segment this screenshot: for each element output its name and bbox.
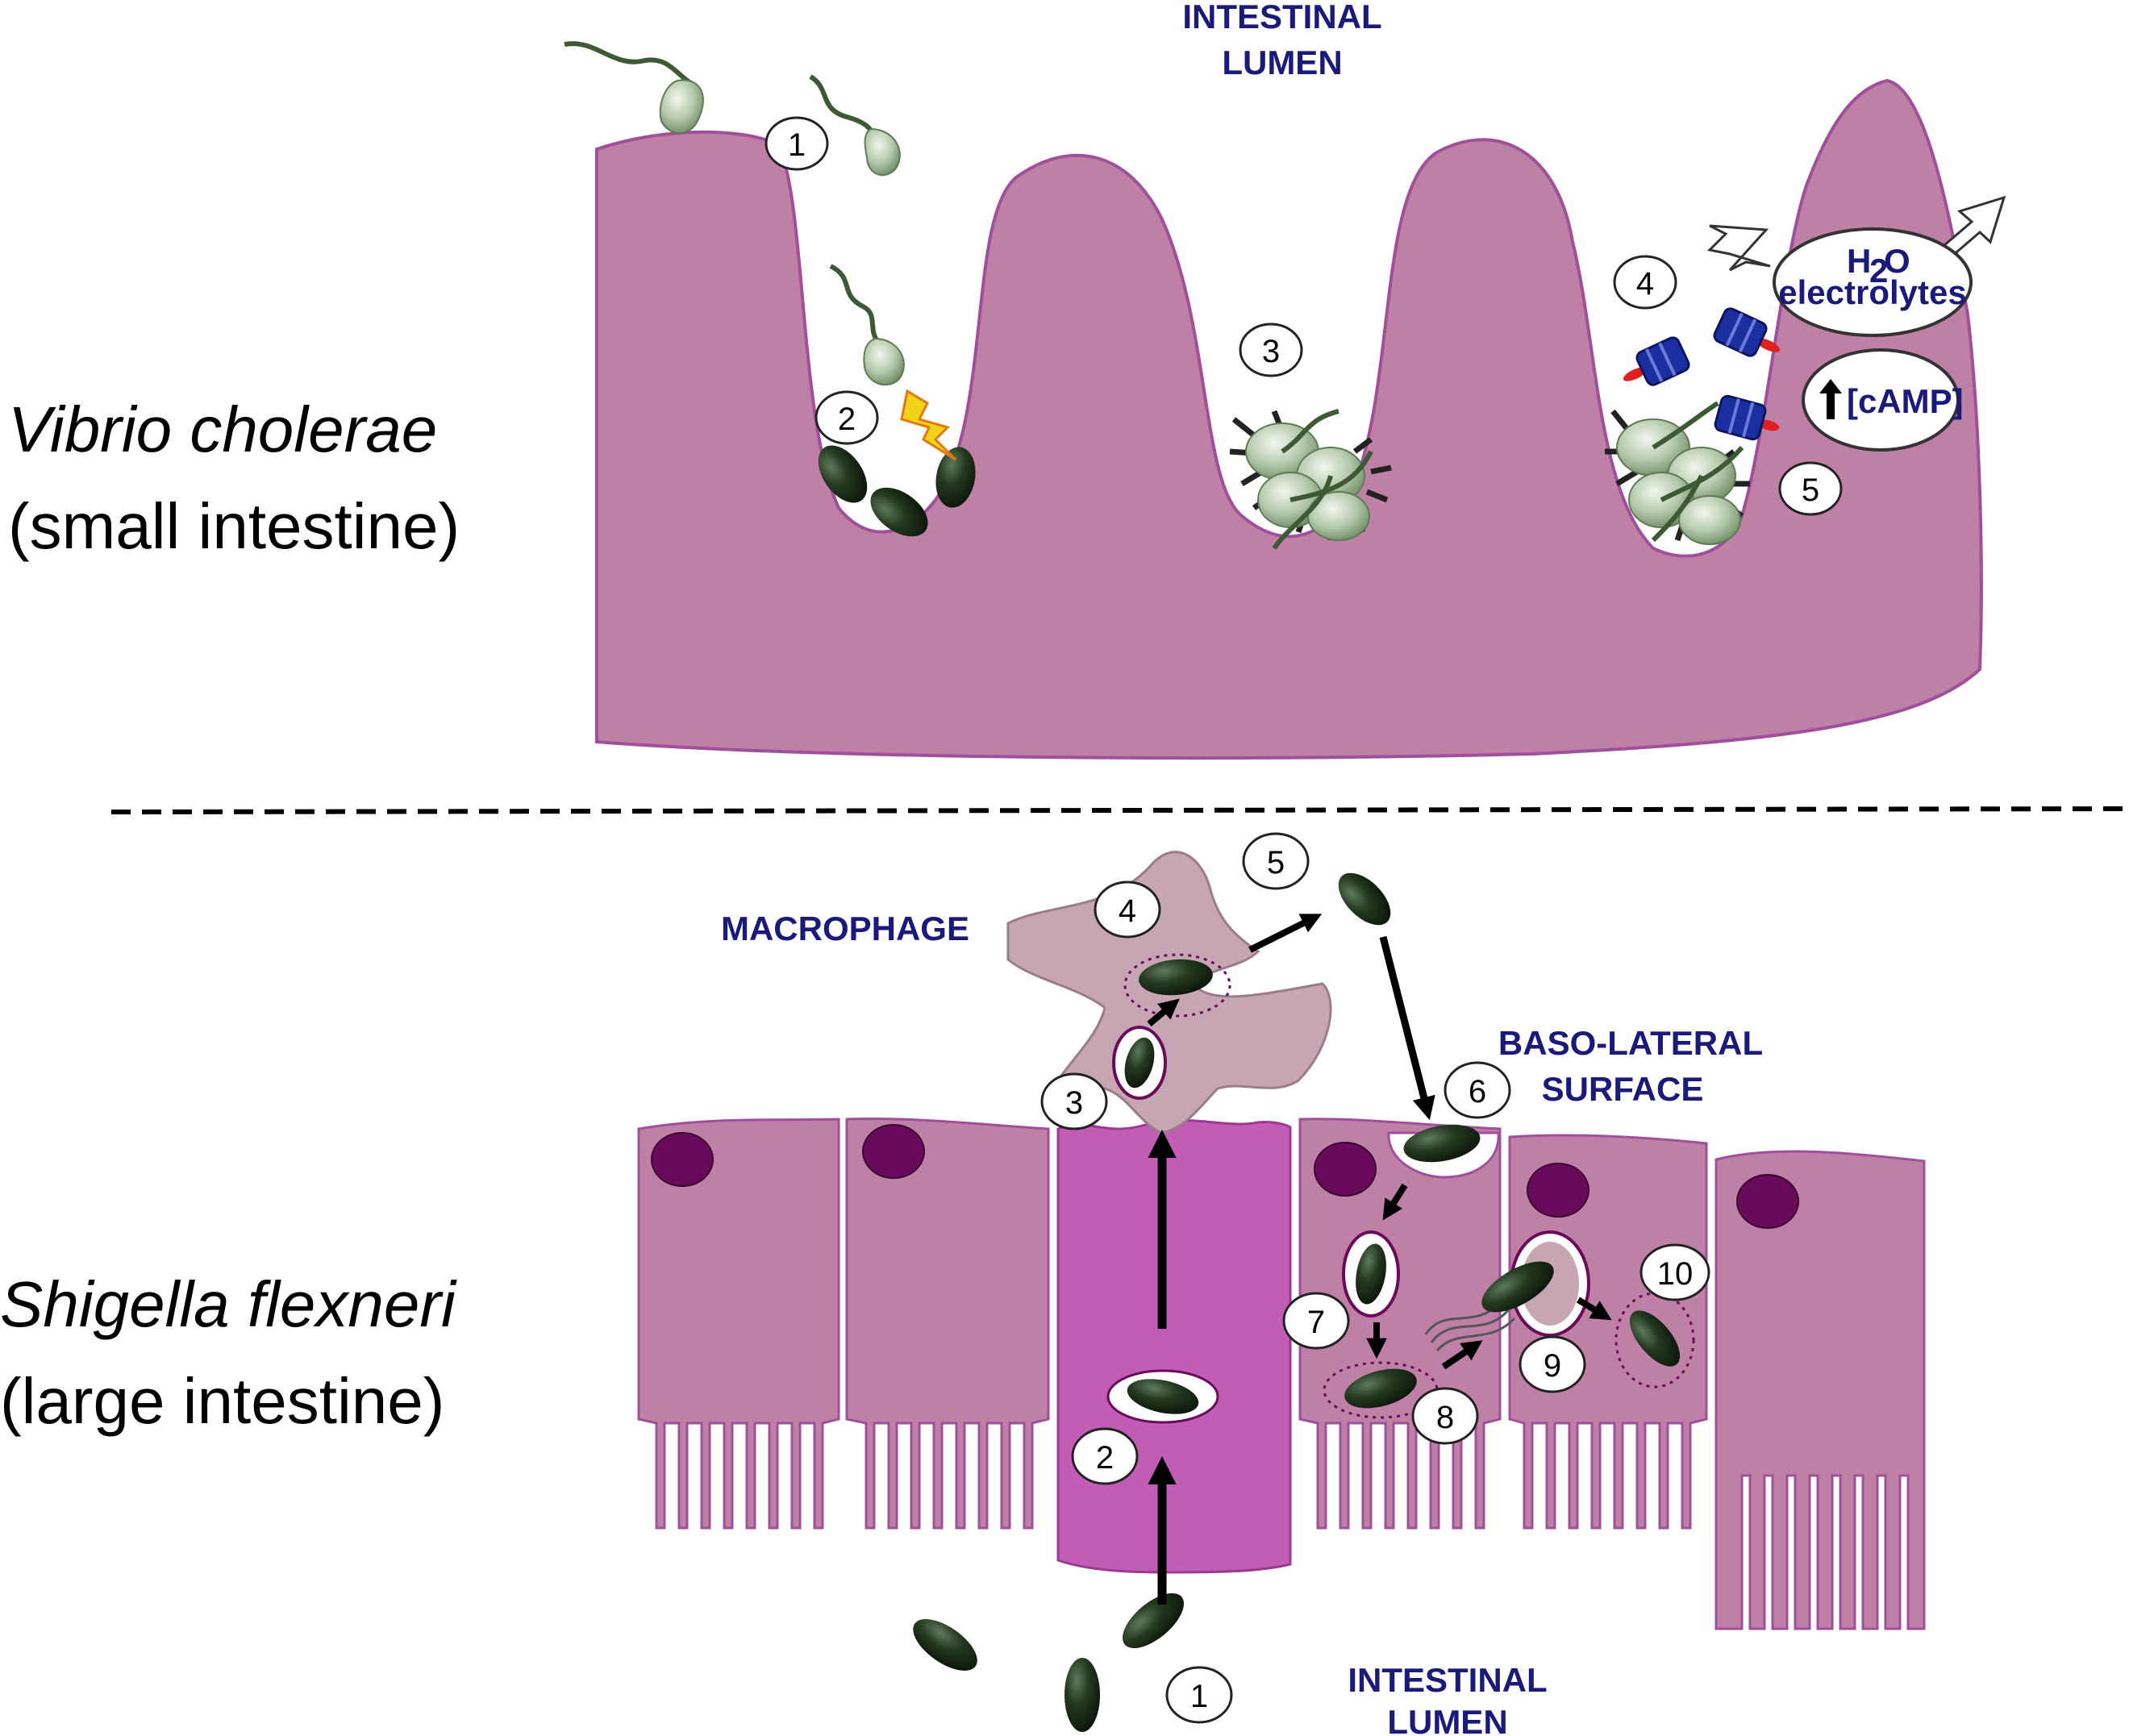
step-marker-7: 7 (1282, 1292, 1350, 1350)
svg-text:6: 6 (1469, 1074, 1486, 1109)
svg-text:9: 9 (1544, 1348, 1561, 1384)
arrow-icon (1248, 914, 1323, 953)
adhered-bacterium (935, 447, 976, 508)
svg-text:5: 5 (1802, 473, 1819, 508)
step-marker-3: 3 (1239, 323, 1303, 377)
flagella (1272, 409, 1373, 550)
shigella-bacterium (1338, 872, 1391, 926)
svg-text:1: 1 (788, 127, 806, 163)
shigella-bacterium (1064, 1658, 1100, 1732)
shigella-bacterium (1127, 1379, 1199, 1414)
svg-text:3: 3 (1262, 334, 1280, 369)
lumen-label-bottom-2: LUMEN (1387, 1703, 1507, 1736)
electrolytes-label: electrolytes (1778, 273, 1966, 311)
svg-text:10: 10 (1657, 1256, 1694, 1292)
vibrio-site-title: (small intestine) (8, 490, 460, 562)
arrow-icon (1382, 1183, 1408, 1221)
macrophage-label: MACROPHAGE (721, 910, 969, 947)
shigella-bacterium (1139, 959, 1213, 996)
shigella-bacterium (1403, 1124, 1481, 1163)
vibrio-species-title: Vibrio cholerae (8, 393, 437, 465)
h2o-label: H (1847, 242, 1871, 280)
epithelial-cell (1714, 1150, 1926, 1630)
shigella-bacterium (1356, 1243, 1386, 1305)
m-cell (1056, 1118, 1292, 1574)
step-marker-2: 2 (815, 390, 879, 445)
up-arrow-icon (1819, 379, 1842, 419)
shigella-bacterium (1481, 1261, 1554, 1313)
panel-divider (110, 806, 2127, 814)
shigella-bacterium (1629, 1310, 1681, 1367)
svg-text:3: 3 (1065, 1085, 1083, 1121)
step-marker-5: 5 (1242, 832, 1310, 890)
shigella-panel: Shigella flexneri (large intestine) (0, 832, 1926, 1736)
cholera-toxin-icon (1623, 336, 1690, 386)
basolateral-label-1: BASO-LATERAL (1498, 1024, 1763, 1062)
svg-text:2: 2 (1096, 1440, 1114, 1476)
camp-bubble (1802, 348, 1960, 452)
shigella-bacterium (1344, 1368, 1417, 1409)
cholera-toxin-icon (1713, 307, 1781, 357)
svg-text:8: 8 (1436, 1400, 1454, 1435)
vibrio-bacterium (564, 41, 704, 134)
svg-text:2: 2 (838, 402, 856, 437)
h2o-o-label: O (1884, 242, 1910, 280)
vibrio-bacterium (809, 74, 901, 177)
h2o-subscript: 2 (1869, 252, 1888, 289)
basolateral-label-2: SURFACE (1542, 1070, 1704, 1108)
svg-text:4: 4 (1636, 266, 1654, 302)
lumen-label-top-1: INTESTINAL (1182, 0, 1381, 35)
vibrio-panel: INTESTINAL LUMEN Vibrio cholerae (small … (8, 0, 2006, 760)
shigella-bacterium (1123, 1592, 1184, 1649)
svg-text:5: 5 (1267, 845, 1285, 880)
lumen-label-top-2: LUMEN (1222, 44, 1342, 81)
efflux-arrow-right (1941, 195, 2006, 259)
step-marker-4: 4 (1094, 880, 1161, 939)
step-marker-1: 1 (1165, 1666, 1233, 1724)
lightning-icon (900, 389, 957, 461)
svg-text:4: 4 (1119, 893, 1136, 929)
flagella (1651, 401, 1744, 543)
epithelial-cell (845, 1117, 1050, 1530)
colony-cell (1307, 491, 1370, 541)
epithelial-cell (1298, 1118, 1502, 1530)
arrow-icon (1147, 998, 1180, 1027)
step-marker-6: 6 (1444, 1061, 1511, 1119)
step-marker-3: 3 (1040, 1072, 1108, 1130)
lumen-label-bottom-1: INTESTINAL (1348, 1661, 1547, 1699)
step-marker-2: 2 (1071, 1427, 1139, 1485)
adhered-bacterium (818, 445, 868, 503)
step-marker-8: 8 (1411, 1387, 1479, 1445)
arrow-icon (1379, 935, 1435, 1121)
vibrio-bacterium (829, 264, 905, 386)
shigella-bacterium (913, 1619, 977, 1671)
epithelial-cell (637, 1118, 840, 1530)
arrow-icon (1441, 1340, 1483, 1370)
shigella-species-title: Shigella flexneri (0, 1268, 457, 1340)
step-marker-10: 10 (1639, 1243, 1710, 1301)
water-efflux-bubble (1773, 227, 1973, 337)
svg-text:7: 7 (1307, 1305, 1325, 1340)
step-marker-4: 4 (1613, 255, 1677, 310)
svg-text:1: 1 (1190, 1679, 1208, 1714)
small-intestine-villi (595, 78, 1983, 760)
arrow-icon (1576, 1297, 1612, 1321)
efflux-arrow-left (1706, 224, 1771, 272)
shigella-bacterium (1124, 1037, 1155, 1089)
lysed-vacuole (1614, 1292, 1695, 1388)
shigella-site-title: (large intestine) (0, 1365, 444, 1437)
step-marker-5: 5 (1778, 461, 1843, 516)
step-marker-1: 1 (765, 116, 829, 171)
step-marker-9: 9 (1519, 1335, 1586, 1393)
cholera-toxin-icon (1714, 394, 1780, 441)
adhered-bacterium (870, 487, 928, 537)
colony-cell (1678, 495, 1741, 545)
camp-label: [cAMP] (1847, 382, 1964, 420)
